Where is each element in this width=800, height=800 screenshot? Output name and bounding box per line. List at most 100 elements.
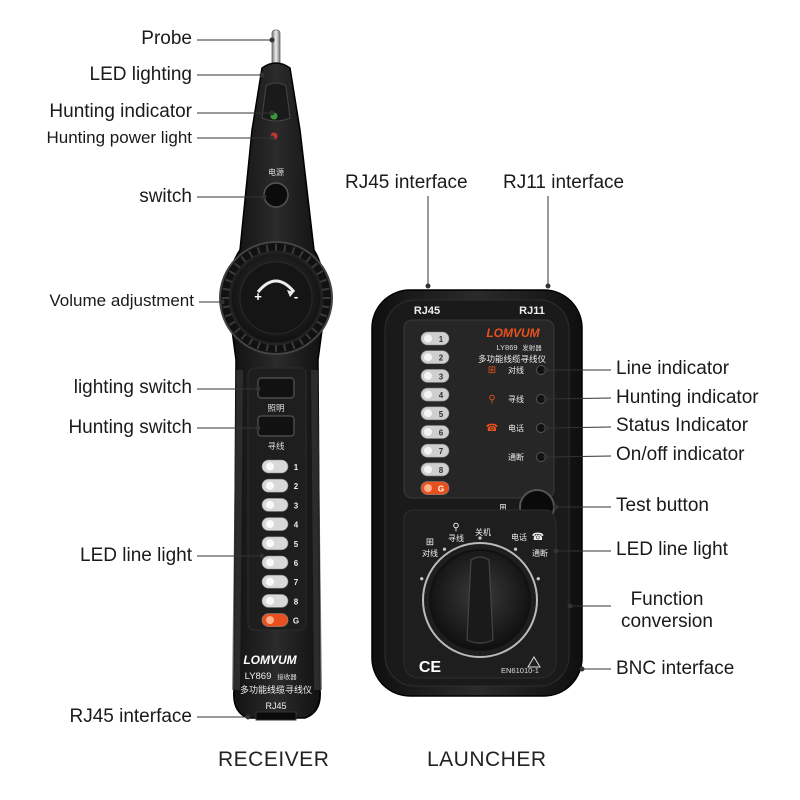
dial-tick <box>478 536 482 540</box>
led-lamp <box>261 498 289 512</box>
launcher-model-suffix: 发射器 <box>522 343 542 352</box>
callout-dot <box>259 72 265 78</box>
led-number: 1 <box>439 335 444 344</box>
callout-dot <box>259 553 265 559</box>
callout-dot <box>269 110 275 116</box>
ce-mark: CE <box>419 659 442 676</box>
launcher-callout-status-indicator: Status Indicator <box>616 415 749 436</box>
indicator-icon: ⚲ <box>488 394 495 405</box>
indicator-label: 通断 <box>508 452 524 462</box>
volume-minus: - <box>294 289 298 304</box>
receiver-led-2: 2 <box>261 478 299 493</box>
callout-dot <box>269 37 275 43</box>
launcher-led-3: 3 <box>420 369 450 383</box>
launcher-callout-test-button: Test button <box>616 495 709 516</box>
launcher-led-G: G <box>420 481 450 495</box>
receiver-led-6: 6 <box>261 555 299 570</box>
dial-position: 通断 <box>532 548 548 558</box>
led-lighting-window <box>261 82 291 122</box>
receiver-led-3: 3 <box>261 498 299 512</box>
dial-icon: ⚲ <box>452 522 459 533</box>
launcher-led-7: 7 <box>420 443 450 458</box>
indicator-icon: ☎ <box>486 423 498 434</box>
receiver-model: LY869 <box>245 671 272 682</box>
dial-label: 电话 <box>511 532 527 542</box>
receiver-led-7: 7 <box>261 574 299 589</box>
receiver-callout-hunting-power-light: Hunting power light <box>46 128 192 147</box>
dial-grip <box>466 556 494 644</box>
led-number: 7 <box>294 578 299 587</box>
launcher-led-8: 8 <box>420 462 450 477</box>
callout-dot <box>255 386 261 392</box>
dial-tick <box>442 547 447 551</box>
test-icon: ⊞ <box>499 502 507 512</box>
volume-knob-ridges <box>222 244 330 352</box>
led-number: 1 <box>294 463 299 472</box>
receiver-callout-lighting-switch: lighting switch <box>73 377 192 398</box>
callout-dot <box>425 283 431 289</box>
receiver-port-label: RJ45 <box>265 701 286 711</box>
dial-icon: ☎ <box>532 532 544 543</box>
power-switch[interactable] <box>263 182 289 208</box>
callout-line <box>545 397 612 400</box>
launcher-caption: LAUNCHER <box>427 748 547 771</box>
dial-position: ☎ 电话 <box>511 532 544 543</box>
callout-dot <box>245 714 251 720</box>
led-lamp-dot <box>266 577 274 586</box>
launcher-led-6: 6 <box>420 425 450 439</box>
launcher-led-4: 4 <box>420 387 450 402</box>
receiver-callout-led-line-light: LED line light <box>80 545 192 566</box>
indicator-label: 电话 <box>508 423 524 433</box>
led-lamp <box>261 574 289 589</box>
receiver-caption: RECEIVER <box>218 748 330 771</box>
led-number: 3 <box>294 501 299 510</box>
led-lamp-dot <box>424 371 432 380</box>
receiver-brand: LOMVUM <box>243 653 297 667</box>
led-lamp-dot <box>424 353 432 362</box>
led-lamp <box>261 613 289 627</box>
receiver-callout-hunting-indicator: Hunting indicator <box>49 101 192 122</box>
launcher-callout-lines <box>425 196 612 672</box>
callout-dot <box>255 425 261 431</box>
led-lamp-dot <box>266 500 274 509</box>
led-number: G <box>293 617 299 626</box>
launcher-led-5: 5 <box>420 406 450 421</box>
lighting-switch-button[interactable] <box>257 377 295 399</box>
led-lamp-dot <box>424 484 432 493</box>
dial-tick <box>513 547 518 551</box>
hunting-switch-button[interactable] <box>257 415 295 437</box>
dial-tick <box>536 577 540 581</box>
led-lamp <box>261 555 289 570</box>
led-lamp-dot <box>424 390 432 399</box>
dial-position: ⚲寻线 <box>448 522 464 543</box>
launcher-callout-line-indicator: Line indicator <box>616 358 730 379</box>
launcher-product-name: 多功能线缆寻线仪 <box>478 354 547 365</box>
power-label: 电源 <box>268 167 284 177</box>
launcher-led-2: 2 <box>420 350 450 365</box>
receiver-rj45-port[interactable] <box>255 711 297 721</box>
led-lamp-dot <box>266 616 274 625</box>
volume-plus: + <box>254 289 262 304</box>
callout-dot <box>543 367 549 373</box>
dial-tick <box>420 577 424 581</box>
launcher-device: RJ45 RJ11 LOMVUM LY869 发射器 多功能线缆寻线仪 1234… <box>371 289 583 697</box>
led-lamp-dot <box>424 334 432 343</box>
receiver-callout-lines <box>197 37 275 720</box>
led-number: 5 <box>294 540 299 549</box>
led-lamp <box>261 459 289 474</box>
led-lamp <box>261 478 289 493</box>
volume-arc-icon <box>256 279 296 293</box>
led-lamp-dot <box>266 520 274 529</box>
led-number: G <box>438 485 444 494</box>
launcher-port-rj45: RJ45 <box>414 305 440 317</box>
hunting-button-label: 寻线 <box>267 441 285 452</box>
led-lamp-dot <box>266 481 274 490</box>
led-lamp-dot <box>266 558 274 567</box>
led-number: 7 <box>439 447 444 456</box>
dial-icon: ⊞ <box>426 537 434 548</box>
led-lamp-dot <box>424 409 432 418</box>
receiver-product-name: 多功能线缆寻线仪 <box>240 684 312 696</box>
